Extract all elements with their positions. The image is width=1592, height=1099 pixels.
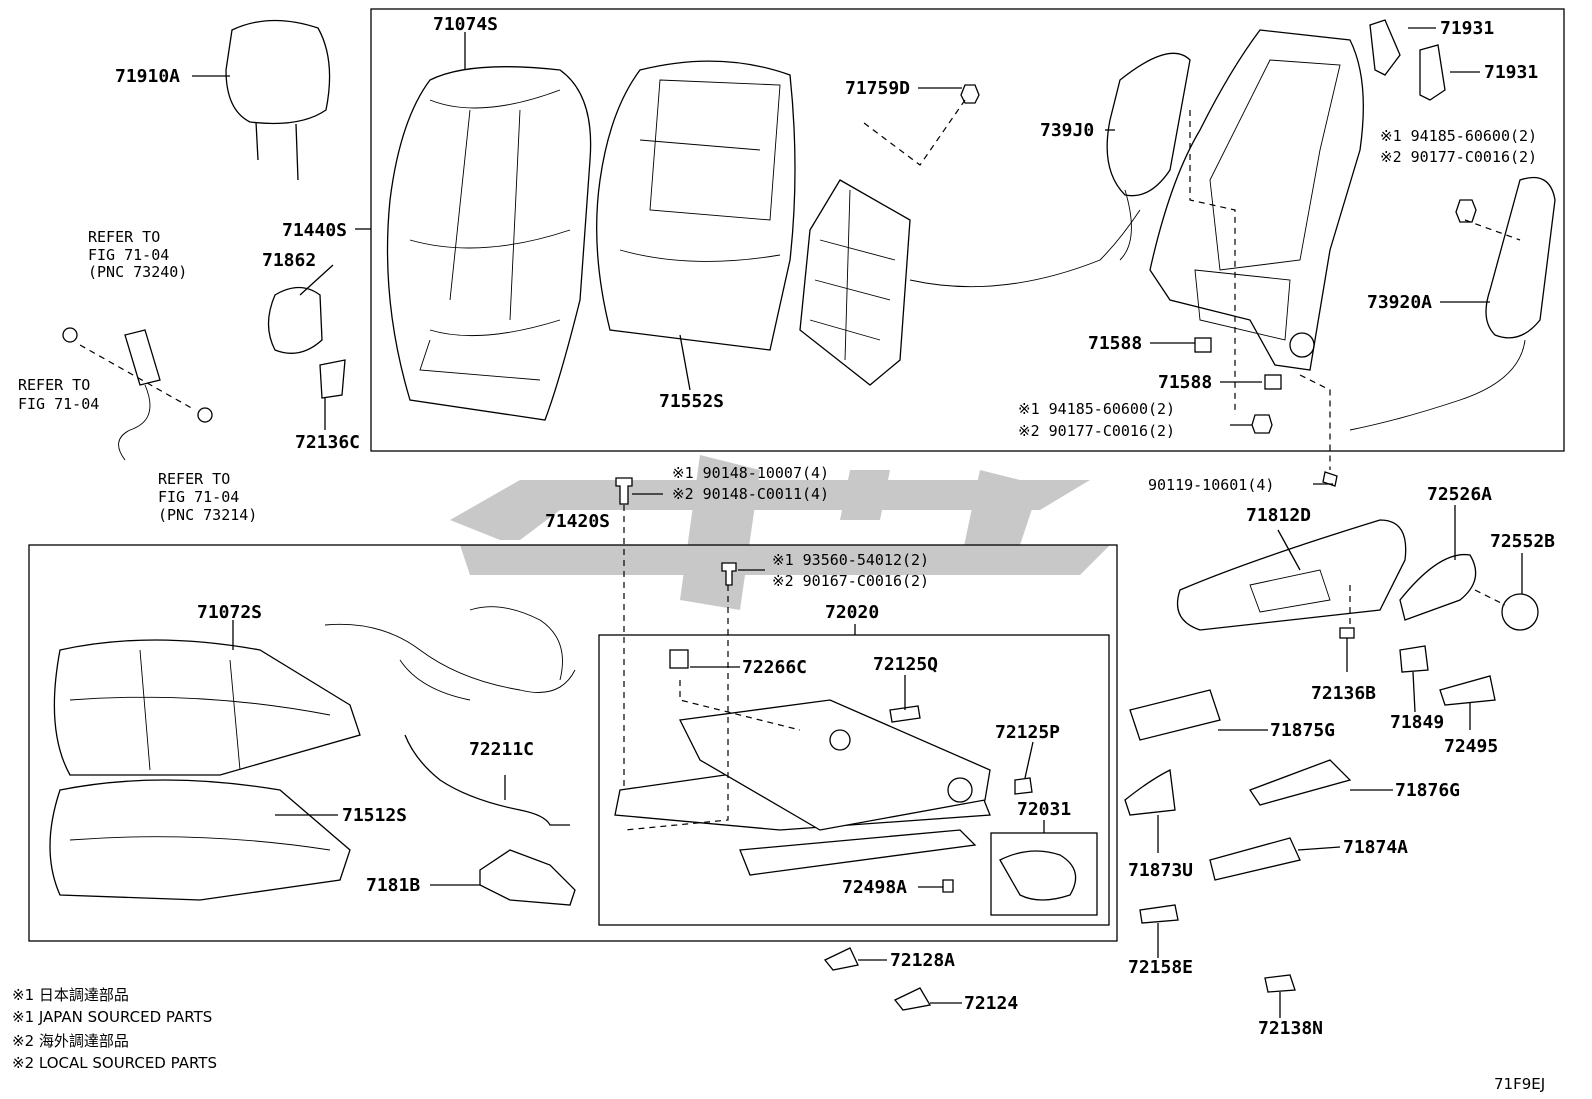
side-airbag-part — [1106, 52, 1191, 261]
label-72526A: 72526A — [1427, 484, 1492, 505]
alt2-line1: ※1 94185-60600(2) — [1018, 400, 1175, 418]
label-739J0: 739J0 — [1040, 120, 1094, 141]
label-71873U: 71873U — [1128, 860, 1193, 881]
label-71588-b: 71588 — [1158, 372, 1212, 393]
adjust-knob-part — [1399, 553, 1539, 631]
note-3: ※2 海外調達部品 — [12, 1032, 129, 1050]
label-71874A: 71874A — [1343, 837, 1408, 858]
label-72138N: 72138N — [1258, 1018, 1323, 1039]
note-4: ※2 LOCAL SOURCED PARTS — [12, 1054, 217, 1072]
label-71875G: 71875G — [1270, 720, 1335, 741]
label-72552B: 72552B — [1490, 531, 1555, 552]
refer3-line3: (PNC 73214) — [158, 506, 257, 524]
label-72125Q: 72125Q — [873, 654, 938, 675]
side-airbag-outer-part — [1349, 176, 1556, 431]
headrest-part — [225, 19, 331, 181]
dashed-guides — [79, 99, 1521, 831]
alt4-line1: ※1 93560-54012(2) — [772, 551, 929, 569]
refer3-line1: REFER TO — [158, 470, 230, 488]
label-71910A: 71910A — [115, 66, 180, 87]
label-72031: 72031 — [1017, 799, 1071, 820]
note-2: ※1 JAPAN SOURCED PARTS — [12, 1008, 212, 1026]
clip-parts-71931 — [1369, 19, 1477, 223]
label-71072S: 71072S — [197, 602, 262, 623]
cover-71862-part — [267, 286, 346, 399]
label-71512S: 71512S — [342, 805, 407, 826]
seat-cushion-cover-part — [53, 639, 361, 776]
refer1-line3: (PNC 73240) — [88, 263, 187, 281]
screws-part — [615, 477, 737, 586]
label-71440S: 71440S — [282, 220, 347, 241]
label-72136B: 72136B — [1311, 683, 1376, 704]
seat-adjuster-part — [614, 649, 1077, 901]
label-72136C: 72136C — [295, 432, 360, 453]
label-7181B: 7181B — [366, 875, 420, 896]
label-72498A: 72498A — [842, 877, 907, 898]
seat-cushion-pad-part — [49, 779, 351, 901]
refer1-line2: FIG 71-04 — [88, 246, 169, 264]
watermark-logo — [450, 455, 1110, 610]
harness-left-part — [62, 327, 213, 461]
small-parts-upper — [1194, 337, 1338, 487]
bracket-7181B-part — [479, 849, 576, 906]
alt2-line2: ※2 90177-C0016(2) — [1018, 422, 1175, 440]
label-71759D: 71759D — [845, 78, 910, 99]
seat-shield-part — [1176, 519, 1407, 639]
note-1: ※1 日本調達部品 — [12, 986, 129, 1004]
label-71862: 71862 — [262, 250, 316, 271]
leader-lines — [192, 27, 1523, 1018]
refer3-line2: FIG 71-04 — [158, 488, 239, 506]
label-72266C: 72266C — [742, 657, 807, 678]
label-72020: 72020 — [825, 602, 879, 623]
label-71931-a: 71931 — [1440, 18, 1494, 39]
seatback-frame-part — [1149, 29, 1364, 371]
seat-cushion-group-frame — [28, 544, 1118, 942]
label-71552S: 71552S — [659, 391, 724, 412]
seatback-pad-part — [596, 60, 796, 351]
alt3-line2: ※2 90148-C0011(4) — [672, 485, 829, 503]
label-71812D: 71812D — [1246, 505, 1311, 526]
label-72128A: 72128A — [890, 950, 955, 971]
refer2-line1: REFER TO — [18, 376, 90, 394]
small-parts-right — [1124, 645, 1496, 993]
label-71588-a: 71588 — [1088, 333, 1142, 354]
label-72124: 72124 — [964, 993, 1018, 1014]
part-labels: 71074S 71910A 71440S 71862 72136C 71552S… — [12, 14, 1555, 1093]
figure-code: 71F9EJ — [1494, 1075, 1545, 1093]
refer1-line1: REFER TO — [88, 228, 160, 246]
label-72495: 72495 — [1444, 736, 1498, 757]
label-73920A: 73920A — [1367, 292, 1432, 313]
label-72158E: 72158E — [1128, 957, 1193, 978]
label-71420S: 71420S — [545, 511, 610, 532]
lower-clips-part — [823, 947, 932, 1011]
label-71931-b: 71931 — [1484, 62, 1538, 83]
label-72211C: 72211C — [469, 739, 534, 760]
label-71849: 71849 — [1390, 712, 1444, 733]
alt3-line1: ※1 90148-10007(4) — [672, 464, 829, 482]
alt1-line2: ※2 90177-C0016(2) — [1380, 148, 1537, 166]
refer2-line2: FIG 71-04 — [18, 395, 99, 413]
rod-72211C-part — [404, 734, 570, 826]
seatback-cover-part — [386, 66, 592, 421]
cushion-harness-part — [324, 606, 576, 701]
bolt-label: 90119-10601(4) — [1148, 476, 1274, 494]
seatback-group-frame — [370, 8, 1565, 452]
label-72125P: 72125P — [995, 722, 1060, 743]
alt1-line1: ※1 94185-60600(2) — [1380, 127, 1537, 145]
lumbar-support-part — [799, 84, 1141, 386]
label-71876G: 71876G — [1395, 780, 1460, 801]
alt4-line2: ※2 90167-C0016(2) — [772, 572, 929, 590]
seat-adjuster-frame — [598, 634, 1110, 926]
label-71074S: 71074S — [433, 14, 498, 35]
